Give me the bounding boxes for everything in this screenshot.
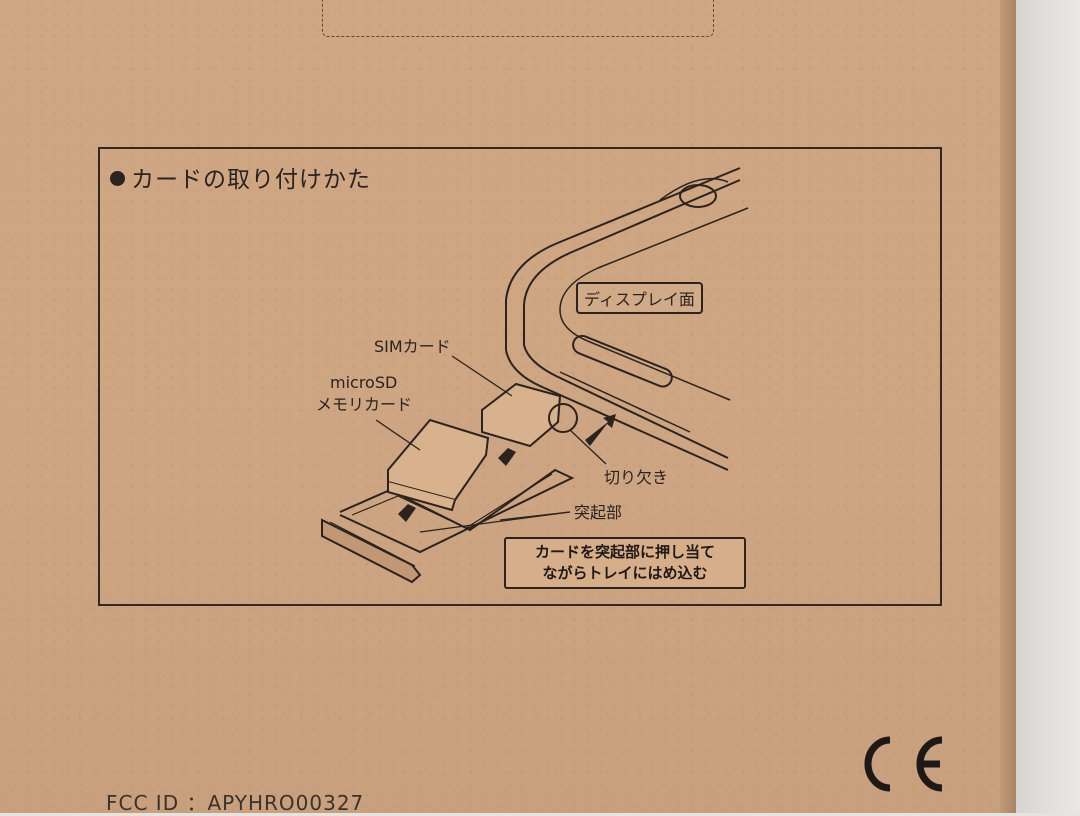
instruction-panel <box>98 147 942 606</box>
bullet-icon <box>110 171 125 186</box>
fcc-id-text: FCC ID ：APYHRO00327 <box>106 791 365 815</box>
down-arrow-icons <box>398 448 516 522</box>
microsd-card-illustration <box>387 418 490 512</box>
leader-lines <box>375 355 607 533</box>
notch-circle <box>548 403 578 433</box>
phone-illustration <box>505 167 749 471</box>
note-line-1: カードを突起部に押し当て <box>534 543 715 561</box>
insert-arrow-icon <box>585 414 616 446</box>
protrusion-label: 突起部 <box>574 503 623 522</box>
microsd-label-line2: メモリカード <box>316 395 413 414</box>
microsd-label-line1: microSD <box>330 373 398 392</box>
display-side-label: ディスプレイ面 <box>576 282 703 314</box>
sim-card-label: SIMカード <box>374 337 451 356</box>
notch-label: 切り欠き <box>604 468 669 487</box>
sim-card-illustration <box>481 382 562 448</box>
instruction-note: カードを突起部に押し当て ながらトレイにはめ込む <box>504 537 746 589</box>
box-edge <box>1000 0 1016 813</box>
box-flap-outline <box>322 0 714 37</box>
section-title-text: カードの取り付けかた <box>131 167 371 193</box>
background-wall <box>1016 0 1080 813</box>
note-line-2: ながらトレイにはめ込む <box>542 564 708 582</box>
ce-mark-logo <box>864 736 943 792</box>
section-title: カードの取り付けかた <box>110 160 371 194</box>
